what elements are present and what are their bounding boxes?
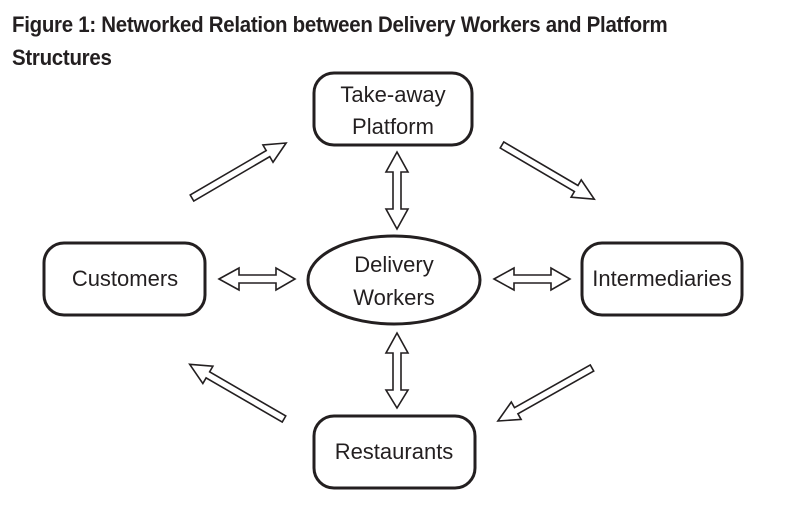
node-restaurants: Restaurants xyxy=(312,414,477,490)
arrow-restaurants-to-customers xyxy=(188,363,287,424)
arrow-customers-to-platform xyxy=(189,142,288,203)
node-intermediaries: Intermediaries xyxy=(580,241,744,317)
node-takeaway-platform: Take-away Platform xyxy=(312,71,474,147)
node-workers-label-line-1: Delivery xyxy=(354,252,433,277)
double-arrow-customers-workers xyxy=(217,266,297,292)
node-restaurants-label: Restaurants xyxy=(335,439,454,464)
arrow-intermediaries-to-restaurants xyxy=(496,363,595,422)
node-customers: Customers xyxy=(42,241,207,317)
node-workers-label-line-2: Workers xyxy=(353,285,435,310)
figure-title: Figure 1: Networked Relation between Del… xyxy=(12,8,728,74)
figure-title-line-2: Structures xyxy=(12,45,112,70)
double-arrow-workers-restaurants xyxy=(384,331,410,410)
node-platform-label-line-2: Platform xyxy=(352,114,434,139)
node-customers-label: Customers xyxy=(72,266,178,291)
node-delivery-workers: Delivery Workers xyxy=(306,234,482,326)
arrow-platform-to-intermediaries xyxy=(499,140,596,201)
figure-title-line-1: Figure 1: Networked Relation between Del… xyxy=(12,12,668,37)
node-platform-label-line-1: Take-away xyxy=(340,82,445,107)
node-intermediaries-label: Intermediaries xyxy=(592,266,731,291)
double-arrow-workers-intermediaries xyxy=(492,266,572,292)
double-arrow-workers-platform xyxy=(384,150,410,231)
